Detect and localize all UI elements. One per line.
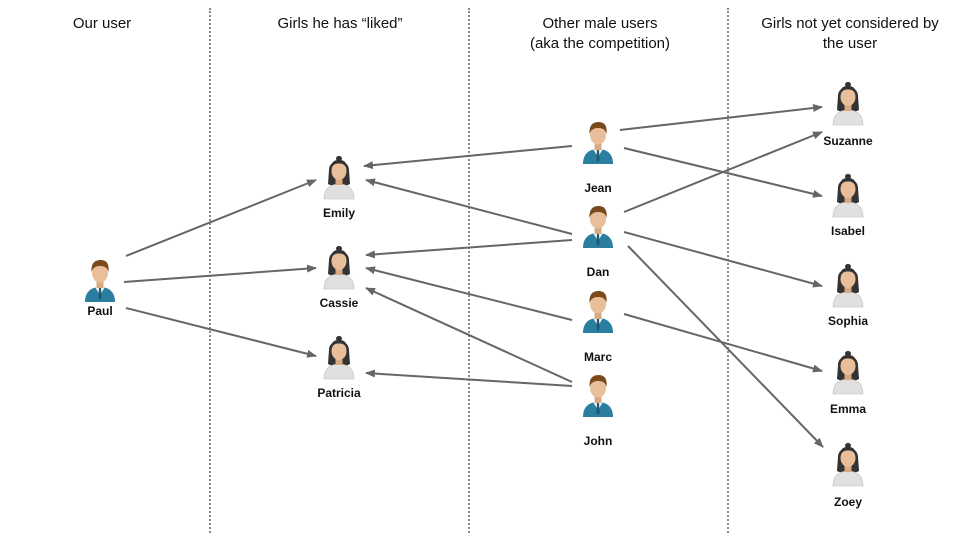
column-title-competition-line1: Other male users (542, 15, 658, 32)
column-title-not-considered-line2: the user (822, 35, 878, 52)
node-label: Cassie (319, 296, 359, 310)
column-title-competition: Other male users (aka the competition) (490, 14, 710, 54)
edge-dan-to-cassie (365, 239, 573, 259)
male-user-icon (583, 291, 613, 333)
node-label: Jean (584, 181, 612, 195)
edge-marc-to-cassie (365, 266, 573, 321)
node-label: Dan (586, 265, 610, 279)
edge-paul-to-emily (125, 179, 317, 257)
male-user-icon (85, 260, 115, 302)
female-user-icon (323, 155, 355, 200)
node-label: Suzanne (823, 134, 873, 148)
node-label: Marc (583, 350, 612, 364)
node-label: Sophia (827, 314, 868, 328)
female-user-icon (832, 173, 864, 218)
edge-marc-to-emma (623, 313, 823, 373)
female-user-icon (832, 350, 864, 395)
column-title-not-considered: Girls not yet considered by the user (740, 14, 960, 54)
column-divider (727, 8, 729, 533)
column-divider (209, 8, 211, 533)
column-title-not-considered-line1: Girls not yet considered by (761, 15, 939, 32)
edge-dan-to-emily (365, 178, 573, 235)
column-title-competition-line2: (aka the competition) (529, 35, 671, 52)
edge-jean-to-emily (363, 145, 573, 170)
female-user-icon (323, 245, 355, 290)
male-user-icon (583, 375, 613, 417)
female-user-icon (832, 263, 864, 308)
column-title-liked: Girls he has “liked” (277, 15, 403, 32)
node-label: Patricia (317, 386, 361, 400)
node-label: John (583, 434, 613, 448)
edge-paul-to-cassie (123, 264, 317, 283)
female-user-icon (323, 335, 355, 380)
edge-dan-to-zoey (627, 245, 824, 448)
node-label: Emma (829, 402, 867, 416)
column-divider (468, 8, 470, 533)
edge-dan-to-suzanne (623, 131, 823, 213)
column-title-our-user: Our user (72, 15, 132, 32)
edge-john-to-patricia (365, 369, 573, 387)
edge-dan-to-sophia (623, 231, 823, 288)
node-label: Emily (322, 206, 355, 220)
female-user-icon (832, 442, 864, 487)
node-label: Isabel (830, 224, 866, 238)
male-user-icon (583, 206, 613, 248)
edge-john-to-cassie (365, 287, 573, 383)
node-label: Zoey (833, 495, 862, 509)
female-user-icon (832, 81, 864, 126)
male-user-icon (583, 122, 613, 164)
node-label: Paul (87, 304, 113, 318)
edge-paul-to-patricia (125, 307, 317, 358)
edge-jean-to-suzanne (619, 104, 823, 131)
